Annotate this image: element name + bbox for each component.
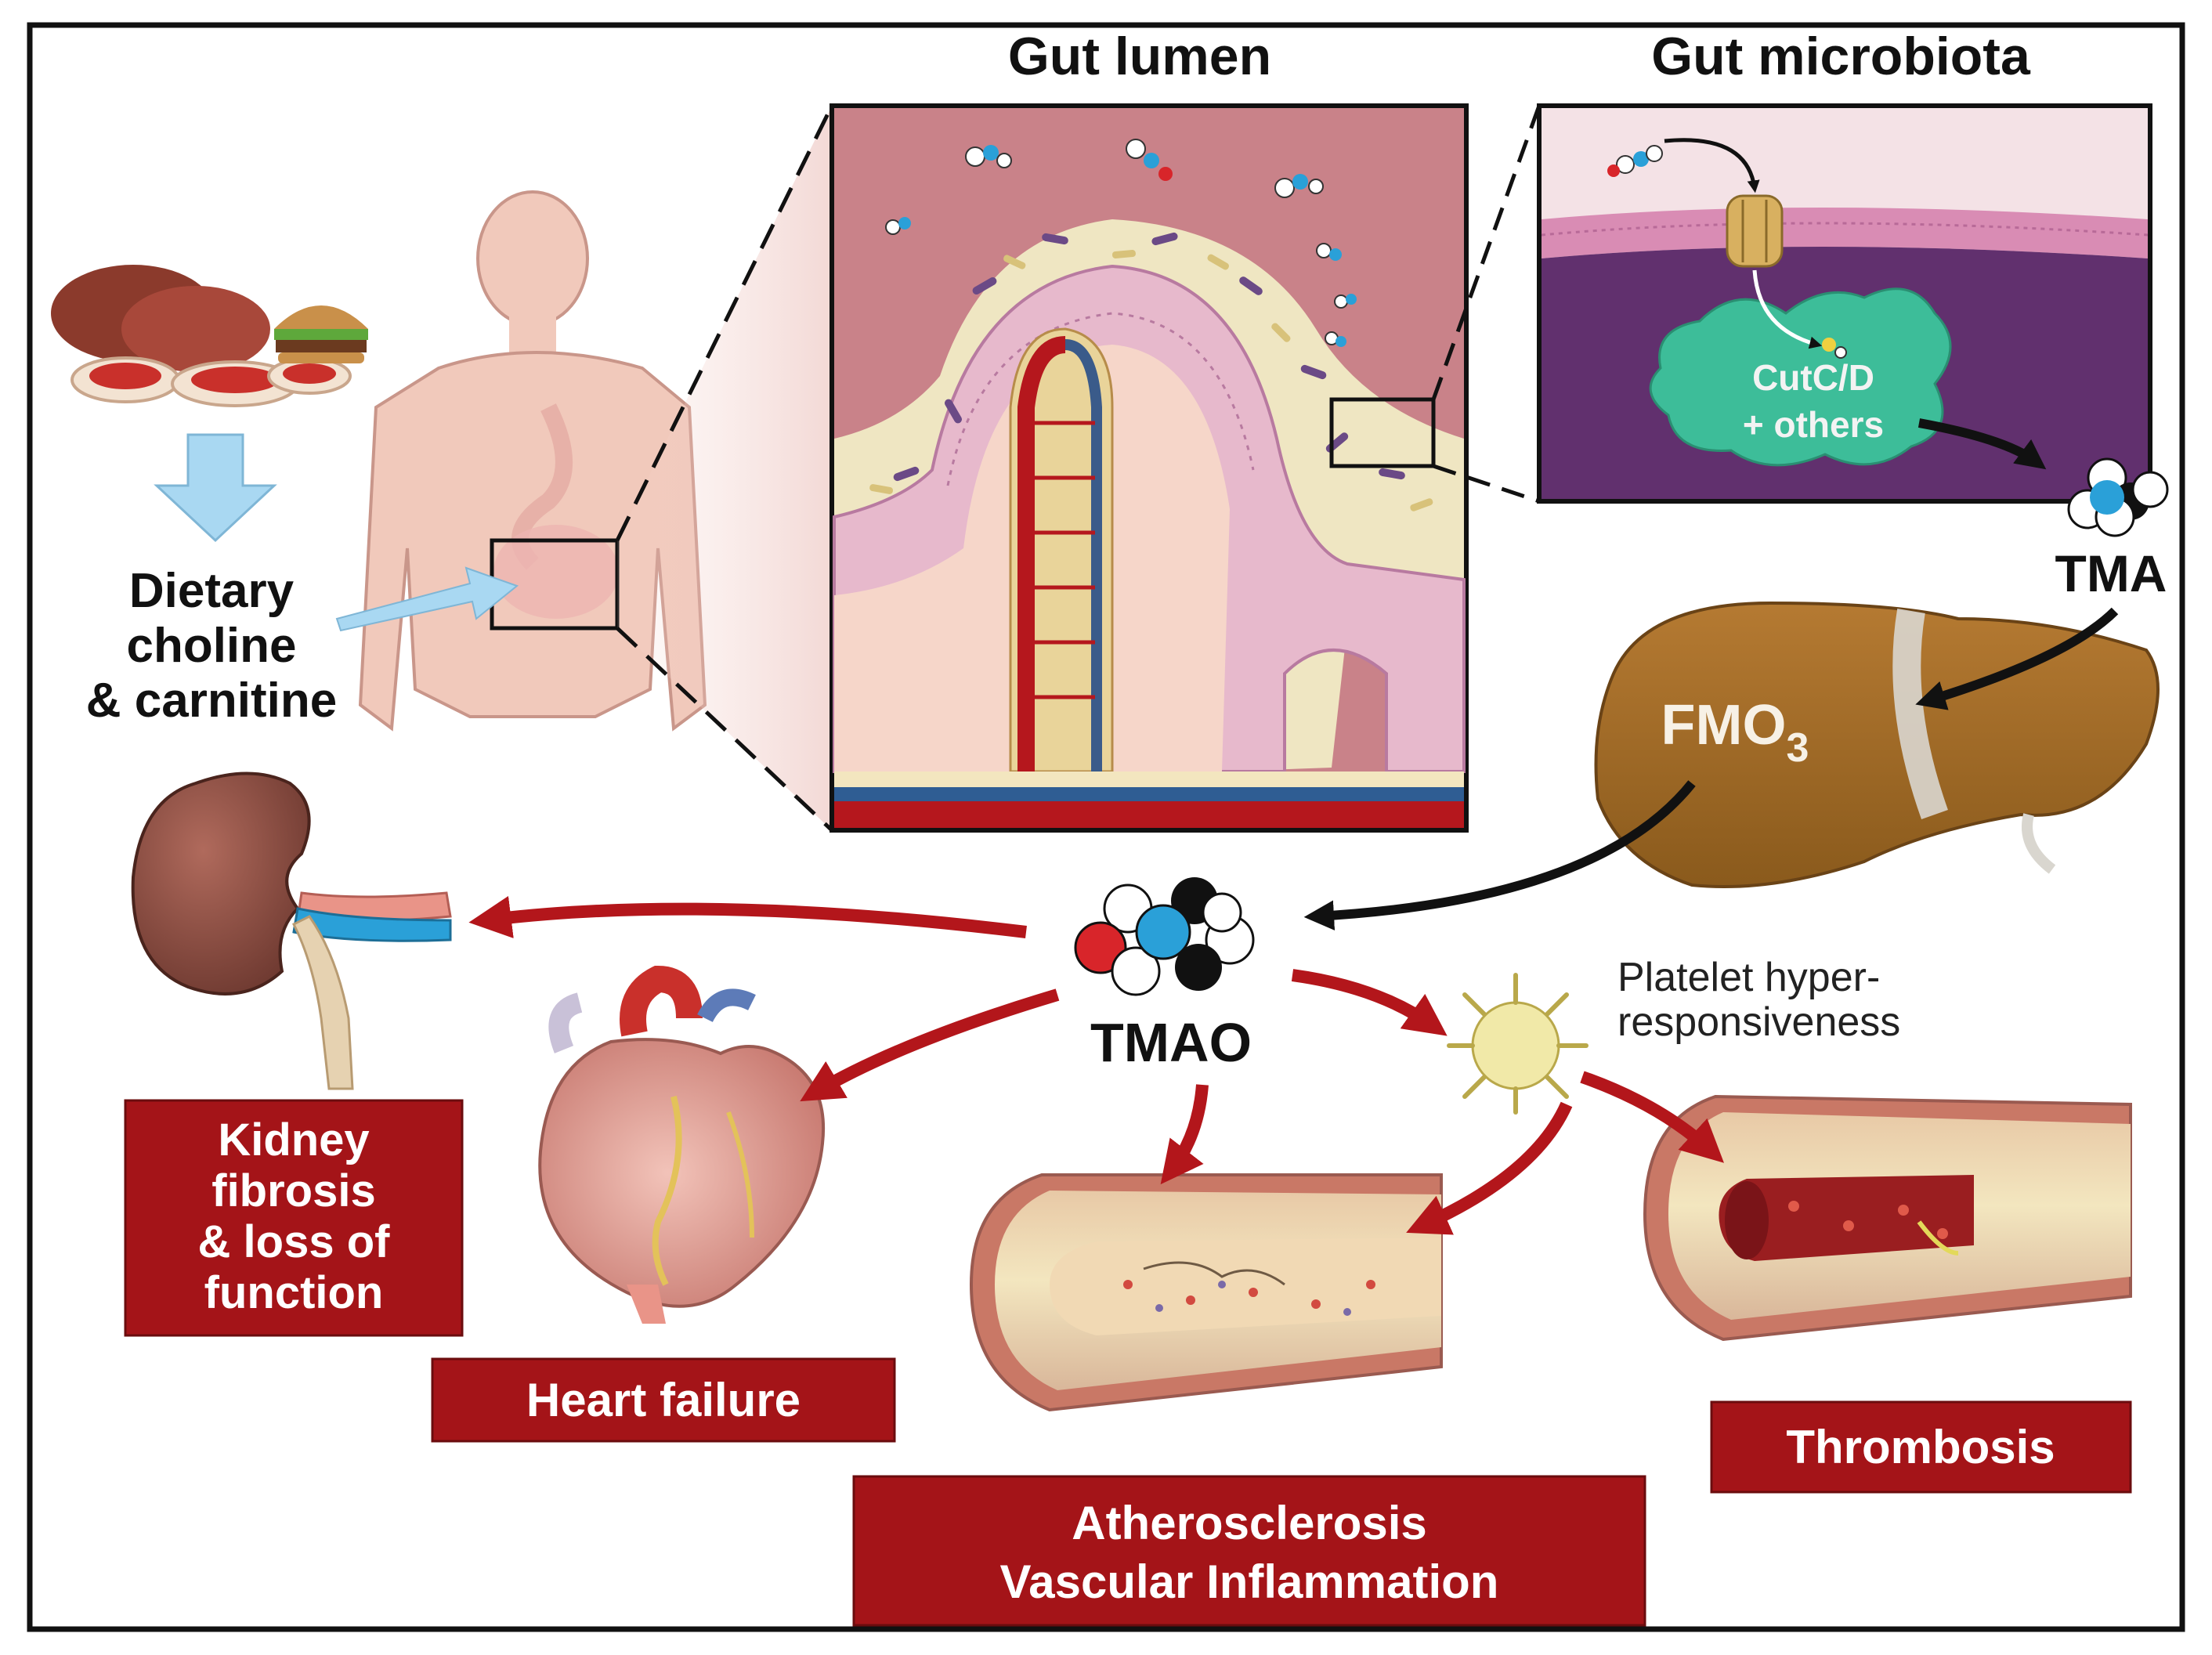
- enzyme-to-tma-arrow: [1917, 418, 2047, 470]
- artery-icon: [969, 1173, 1443, 1412]
- fmo3-sub: 3: [1787, 725, 1809, 771]
- gut-lumen-title: Gut lumen: [1008, 27, 1271, 86]
- tmao-to-artery-arrow: [1160, 1084, 1209, 1185]
- burger-icon: [274, 305, 368, 363]
- heart-outcome-label: Heart failure: [526, 1374, 801, 1426]
- kidney-outcome-line-4: function: [204, 1267, 384, 1318]
- thrombosis-outcome-box: Thrombosis: [1710, 1400, 2132, 1494]
- tmao-to-heart-arrow: [800, 988, 1060, 1102]
- dietary-line-3: & carnitine: [86, 674, 337, 728]
- gut-microbiota-title: Gut microbiota: [1651, 27, 2031, 86]
- kidney-outcome-box: Kidney fibrosis & loss of function: [124, 1099, 464, 1337]
- meat-food-icon: [51, 265, 352, 407]
- athero-outcome-line-2: Vascular Inflammation: [1000, 1556, 1499, 1608]
- diet-down-arrow: [154, 433, 277, 543]
- molecule-icon: [885, 139, 1357, 347]
- heart-outcome-box: Heart failure: [431, 1357, 896, 1443]
- pointer-arrow: [335, 566, 519, 632]
- kidney-outcome-line-1: Kidney: [218, 1115, 369, 1165]
- tma-label: TMA: [2055, 544, 2167, 602]
- gut-lumen-panel: [830, 103, 1469, 833]
- platelet-label-2: responsiveness: [1617, 999, 1900, 1045]
- gut-microbiota-panel: CutC/D + others: [1537, 103, 2152, 504]
- enzyme-shape: [1649, 287, 1952, 467]
- fmo3-label: FMO3: [1661, 694, 1809, 771]
- platelet-to-artery-arrow: [1406, 1101, 1573, 1235]
- enzyme-label-2: + others: [1743, 404, 1884, 445]
- tmao-molecule-icon: [1074, 877, 1255, 996]
- dietary-line-2: choline: [126, 619, 296, 673]
- platelet-to-clot-arrow: [1580, 1071, 1724, 1163]
- kidney-icon: [131, 771, 452, 1090]
- tmao-to-platelet-arrow: [1291, 969, 1448, 1036]
- fmo3-main: FMO: [1661, 694, 1787, 757]
- clot-icon: [1643, 1094, 2132, 1342]
- heart-icon: [538, 965, 826, 1324]
- kidney-outcome-line-3: & loss of: [198, 1216, 391, 1267]
- tma-molecule-icon: [2067, 457, 2169, 537]
- athero-outcome-line-1: Atherosclerosis: [1072, 1497, 1427, 1549]
- liver-to-tmao-arrow: [1303, 780, 1696, 930]
- tmao-label: TMAO: [1090, 1012, 1252, 1073]
- kidney-outcome-line-2: fibrosis: [211, 1165, 376, 1216]
- thrombosis-outcome-label: Thrombosis: [1786, 1421, 2055, 1473]
- platelet-icon: [1447, 973, 1589, 1115]
- human-body-icon: [358, 190, 707, 732]
- tmao-to-kidney-arrow: [468, 895, 1027, 938]
- tma-to-liver-arrow: [1915, 607, 2119, 710]
- athero-outcome-box: Atherosclerosis Vascular Inflammation: [852, 1475, 1646, 1627]
- dietary-line-1: Dietary: [129, 564, 295, 618]
- enzyme-label-1: CutC/D: [1752, 357, 1874, 398]
- platelet-label-1: Platelet hyper-: [1617, 955, 1880, 1000]
